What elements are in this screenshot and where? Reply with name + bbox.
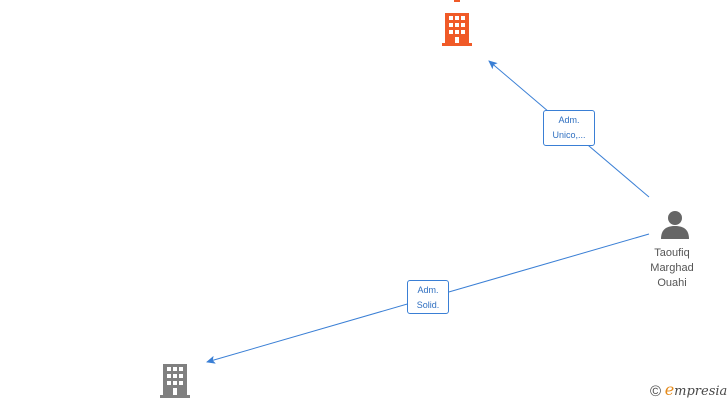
brand-e-letter: e	[664, 380, 675, 399]
brand-logo: © empresia	[650, 380, 727, 400]
brand-name-rest: mpresia	[674, 384, 728, 399]
edge-label-bottom[interactable]: Adm. Solid.	[407, 280, 449, 314]
edge-label-bottom-line-1: Adm.	[417, 285, 439, 295]
person-name-line-3: Ouahi	[657, 277, 687, 289]
edge-label-top-line-1: Adm.	[558, 115, 580, 125]
person-name-label[interactable]: Taoufiq Marghad Ouahi	[636, 246, 708, 291]
edge-label-top-line-2: Unico,...	[552, 130, 586, 140]
person-name-line-1: Taoufiq	[654, 247, 690, 259]
company-top-building-icon[interactable]	[441, 0, 473, 46]
edge-label-top[interactable]: Adm. Unico,...	[543, 110, 595, 146]
person-name-line-2: Marghad	[650, 262, 694, 274]
company-bottom-building-icon[interactable]	[159, 362, 191, 398]
edge-label-bottom-line-2: Solid.	[416, 300, 440, 310]
copyright-symbol: ©	[650, 383, 662, 400]
person-icon[interactable]	[659, 209, 691, 241]
